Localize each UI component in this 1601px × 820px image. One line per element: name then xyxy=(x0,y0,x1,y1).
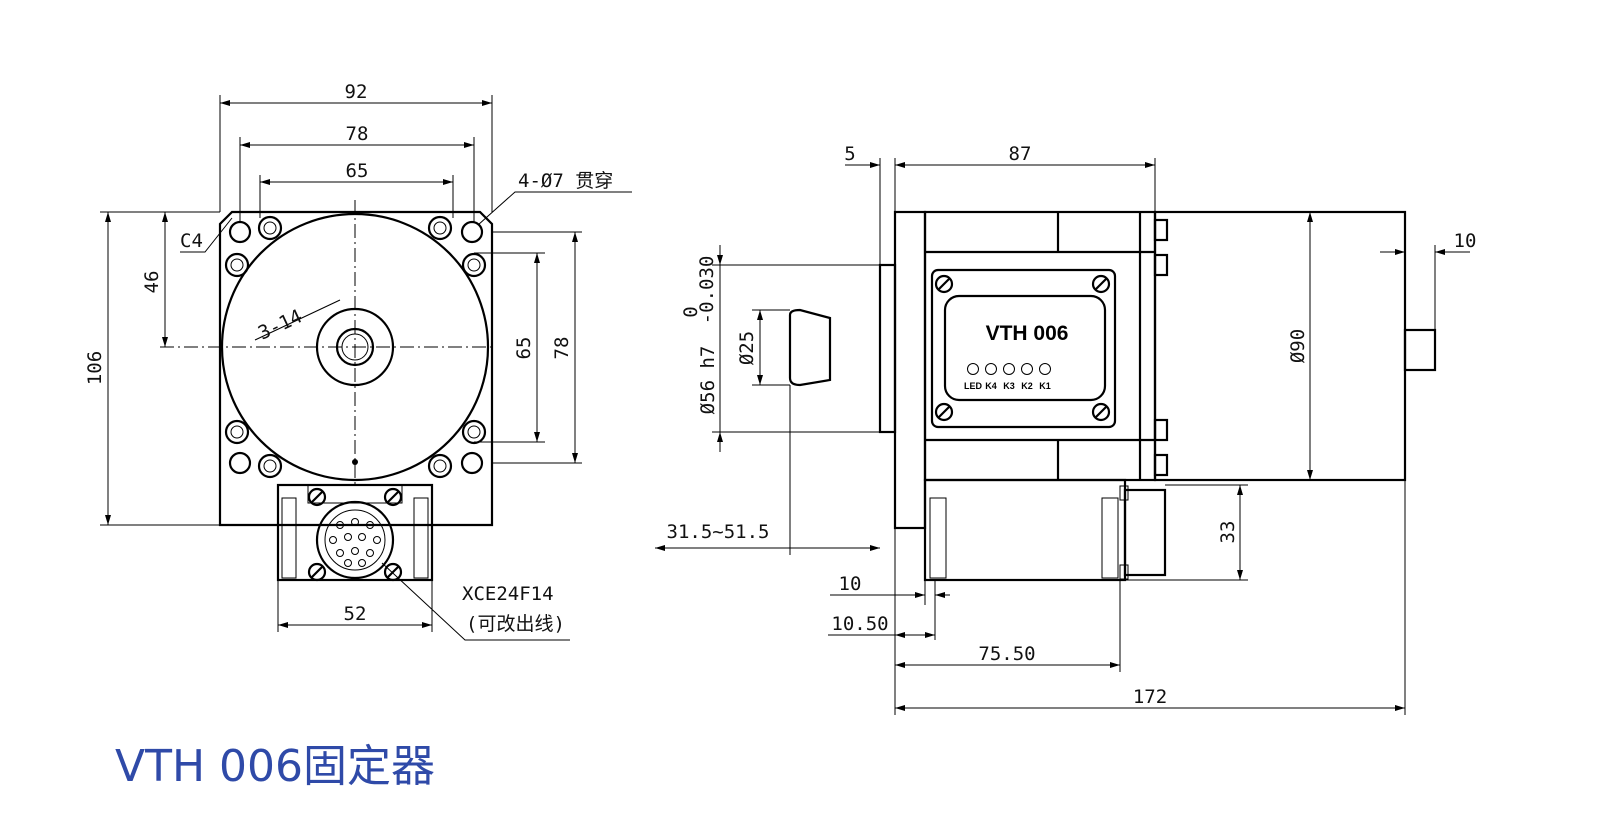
pilot xyxy=(878,263,897,434)
dim-33: 33 xyxy=(1217,521,1239,544)
dim-65-right: 65 xyxy=(513,337,535,360)
dim-5: 5 xyxy=(844,143,855,165)
k4-label: K4 xyxy=(985,381,997,391)
dim-shaft-range: 31.5~51.5 xyxy=(667,521,770,543)
dim-65-top: 65 xyxy=(346,160,369,182)
chamfer-note: C4 xyxy=(180,230,203,252)
front-view: 92 78 65 4-Ø7 贯穿 C4 46 106 3-14 65 78 XC… xyxy=(84,81,632,641)
connector-xce24f14 xyxy=(315,500,395,580)
connector-housing xyxy=(276,483,434,582)
model-label: VTH 006 xyxy=(986,322,1069,345)
dim-52: 52 xyxy=(344,603,367,625)
connector-model: XCE24F14 xyxy=(462,583,554,605)
drawing-title: VTH 006固定器 xyxy=(115,741,436,792)
tol-lower: -0.030 xyxy=(696,256,718,325)
led-indicators: LED K4 K3 K2 K1 xyxy=(964,363,1051,391)
rear-shaft xyxy=(1403,328,1437,372)
dim-75-50: 75.50 xyxy=(978,643,1035,665)
dim-d56: Ø56 h7 xyxy=(697,346,719,415)
connector-side xyxy=(923,478,1127,582)
dim-87: 87 xyxy=(1009,143,1032,165)
dim-78-right: 78 xyxy=(551,337,573,360)
thread-note: 3-14 xyxy=(255,305,306,344)
flange-outline xyxy=(218,210,494,527)
dim-10-50: 10.50 xyxy=(831,613,888,635)
connector-note: (可改出线) xyxy=(466,613,565,635)
k1-label: K1 xyxy=(1039,381,1051,391)
side-view: VTH 006 LED K4 K3 K2 K1 xyxy=(655,143,1476,715)
output-shaft xyxy=(788,308,832,387)
dim-46: 46 xyxy=(141,271,163,294)
dim-172: 172 xyxy=(1133,686,1167,708)
motor-body xyxy=(1153,210,1407,482)
flange-side xyxy=(893,210,927,530)
led-label: LED xyxy=(964,381,983,391)
dim-10-rear: 10 xyxy=(1454,230,1477,252)
tol-upper: 0 xyxy=(680,306,702,317)
holes-note: 4-Ø7 贯穿 xyxy=(518,170,613,192)
k3-label: K3 xyxy=(1003,381,1015,391)
dim-106: 106 xyxy=(84,351,106,385)
k2-label: K2 xyxy=(1021,381,1033,391)
dim-78-top: 78 xyxy=(346,123,369,145)
dim-10: 10 xyxy=(839,573,862,595)
dim-d25: Ø25 xyxy=(736,331,758,365)
label-plate xyxy=(930,268,1117,429)
dim-92: 92 xyxy=(345,81,368,103)
dim-d90: Ø90 xyxy=(1287,329,1309,363)
